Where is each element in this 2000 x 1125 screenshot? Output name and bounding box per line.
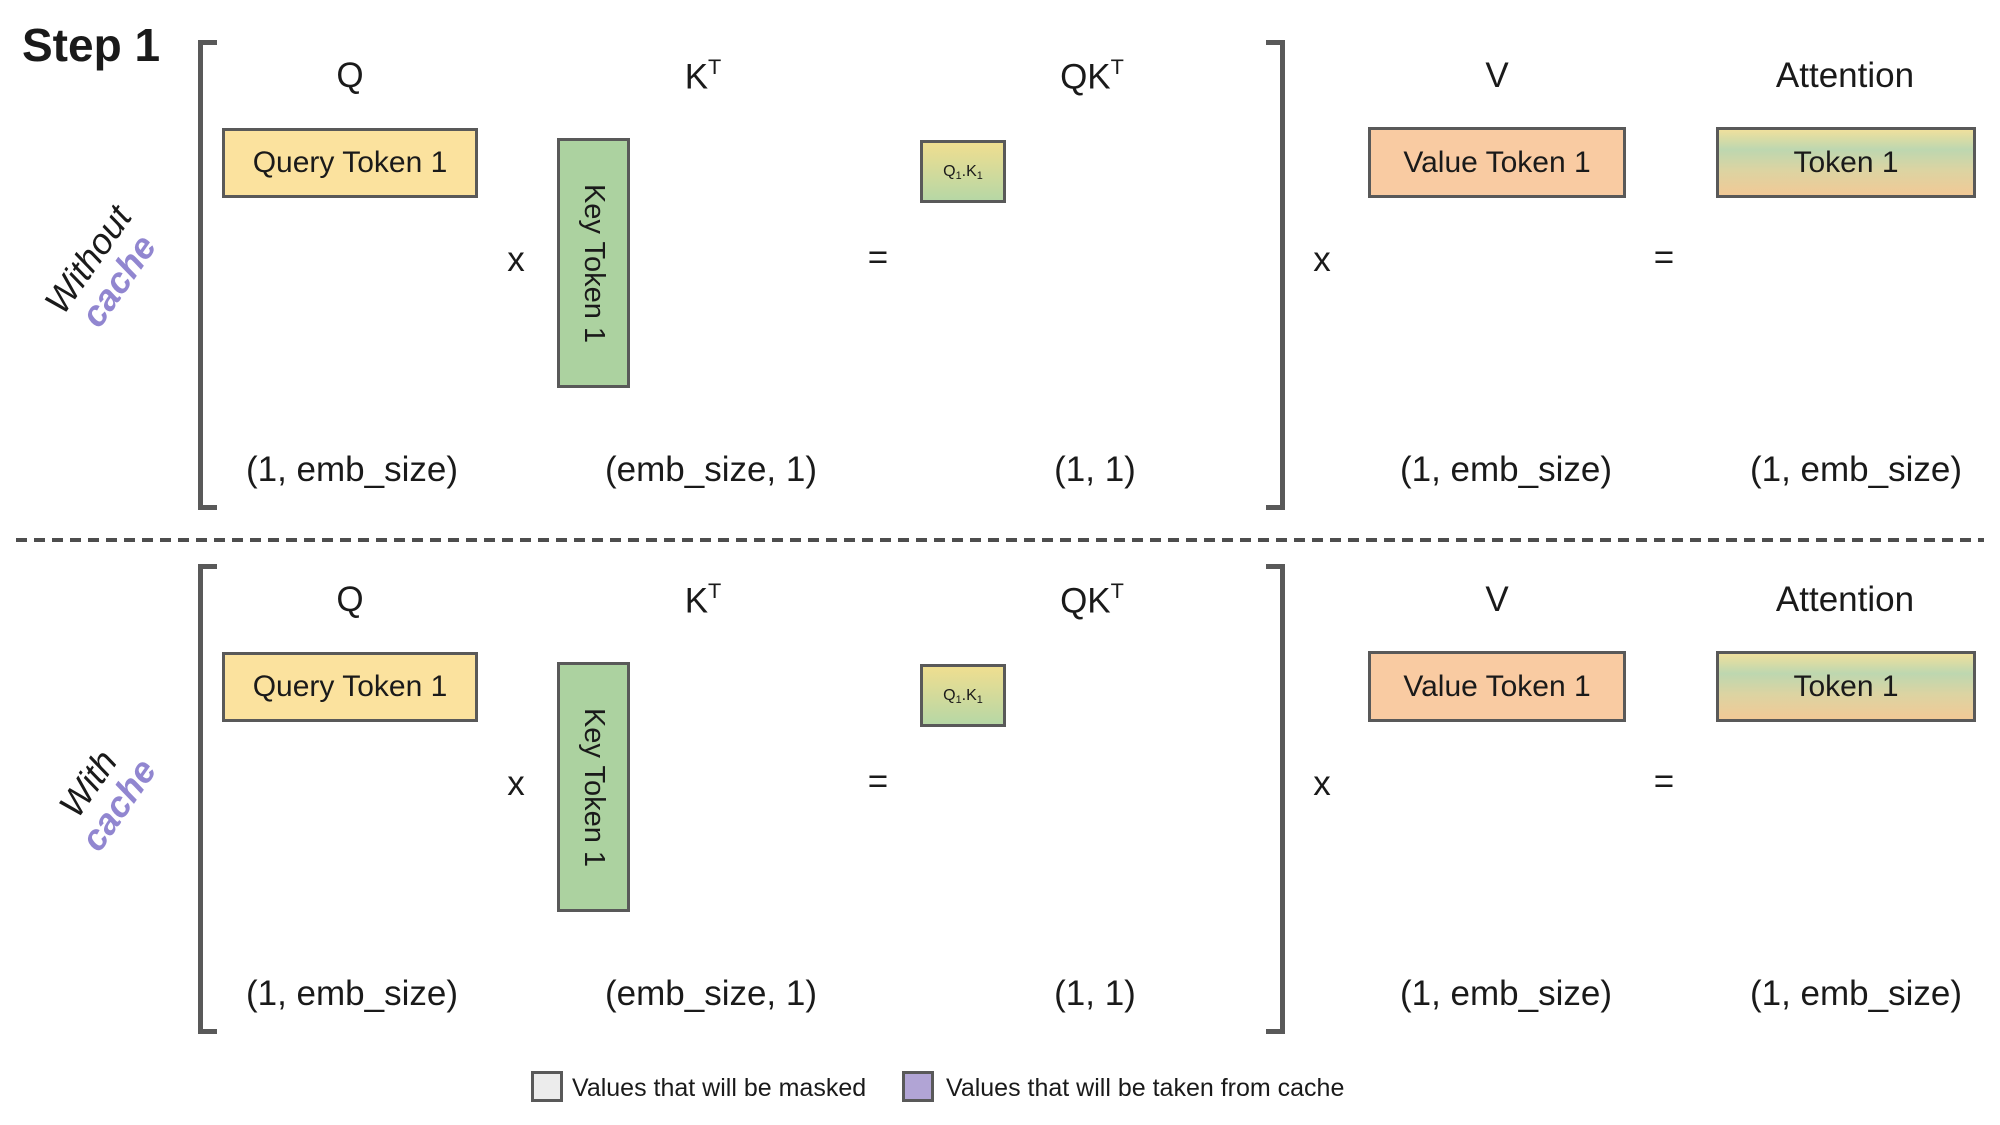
key-token-label: Key Token 1: [578, 183, 611, 343]
qk-dot: .: [961, 162, 967, 180]
attention-output-box: Token 1: [1716, 651, 1976, 722]
qk-k-subscript: 1: [976, 169, 983, 182]
column-label-q: Q: [336, 56, 364, 95]
row-side-label: Without cache: [0, 152, 221, 389]
qk-dot: .: [961, 686, 967, 704]
dashed-separator: [16, 538, 1984, 542]
multiply-operator: x: [1313, 764, 1331, 803]
equals-operator: =: [867, 238, 889, 277]
multiply-operator: x: [1313, 240, 1331, 279]
key-token-label: Key Token 1: [578, 707, 611, 867]
matrix-bracket-right: [1266, 564, 1285, 1034]
matrix-bracket-right: [1266, 40, 1285, 510]
equals-operator: =: [1653, 762, 1675, 801]
query-token-box: Query Token 1: [222, 128, 478, 198]
attention-output-box: Token 1: [1716, 127, 1976, 198]
qk-k-subscript: 1: [976, 693, 983, 706]
dim-label-v: (1, emb_size): [1399, 974, 1613, 1013]
column-label-kt: KT: [684, 578, 722, 622]
key-token-box: Key Token 1: [557, 138, 630, 388]
dim-label-qkt: (1, 1): [1054, 450, 1136, 489]
kt-base: K: [684, 581, 709, 621]
legend-cache-swatch: [902, 1071, 934, 1102]
value-token-box: Value Token 1: [1368, 127, 1626, 198]
qk-q: Q: [943, 686, 956, 704]
equals-operator: =: [1653, 238, 1675, 277]
legend-cache-label: Values that will be taken from cache: [946, 1074, 1345, 1102]
legend-masked-label: Values that will be masked: [572, 1074, 867, 1102]
dim-label-q: (1, emb_size): [245, 450, 459, 489]
equals-operator: =: [867, 762, 889, 801]
legend-masked-swatch: [531, 1071, 563, 1102]
column-label-v: V: [1485, 580, 1509, 619]
matrix-bracket-left: [198, 40, 217, 510]
column-label-v: V: [1485, 56, 1509, 95]
qk-q-subscript: 1: [955, 169, 962, 182]
multiply-operator: x: [507, 764, 525, 803]
qkt-base: QK: [1060, 57, 1111, 97]
page-title: Step 1: [22, 19, 161, 71]
qk-q-subscript: 1: [955, 693, 962, 706]
value-token-box: Value Token 1: [1368, 651, 1626, 722]
dim-label-attention: (1, emb_size): [1749, 974, 1963, 1013]
row-side-label: With cache: [0, 676, 221, 913]
qk-q: Q: [943, 162, 956, 180]
dim-label-kt: (emb_size, 1): [604, 450, 818, 489]
multiply-operator: x: [507, 240, 525, 279]
qkt-superscript: T: [1110, 578, 1124, 603]
column-label-kt: KT: [684, 54, 722, 98]
query-token-box: Query Token 1: [222, 652, 478, 722]
dim-label-kt: (emb_size, 1): [604, 974, 818, 1013]
dim-label-v: (1, emb_size): [1399, 450, 1613, 489]
row-with-cache: With cache Q KT QKT V Attention Query To…: [0, 524, 2000, 1044]
column-label-qkt: QKT: [1060, 54, 1124, 98]
column-label-qkt: QKT: [1060, 578, 1124, 622]
kt-base: K: [684, 57, 709, 97]
qk-k: K: [966, 686, 977, 704]
column-label-q: Q: [336, 580, 364, 619]
key-token-box: Key Token 1: [557, 662, 630, 912]
matrix-bracket-left: [198, 564, 217, 1034]
dim-label-qkt: (1, 1): [1054, 974, 1136, 1013]
kt-superscript: T: [708, 54, 722, 79]
qkt-superscript: T: [1110, 54, 1124, 79]
kt-superscript: T: [708, 578, 722, 603]
column-label-attention: Attention: [1775, 56, 1915, 95]
qk-k: K: [966, 162, 977, 180]
column-label-attention: Attention: [1775, 580, 1915, 619]
dim-label-attention: (1, emb_size): [1749, 450, 1963, 489]
row-without-cache: Without cache Q KT QKT V Attention Query…: [0, 0, 2000, 520]
qkt-base: QK: [1060, 581, 1111, 621]
dim-label-q: (1, emb_size): [245, 974, 459, 1013]
